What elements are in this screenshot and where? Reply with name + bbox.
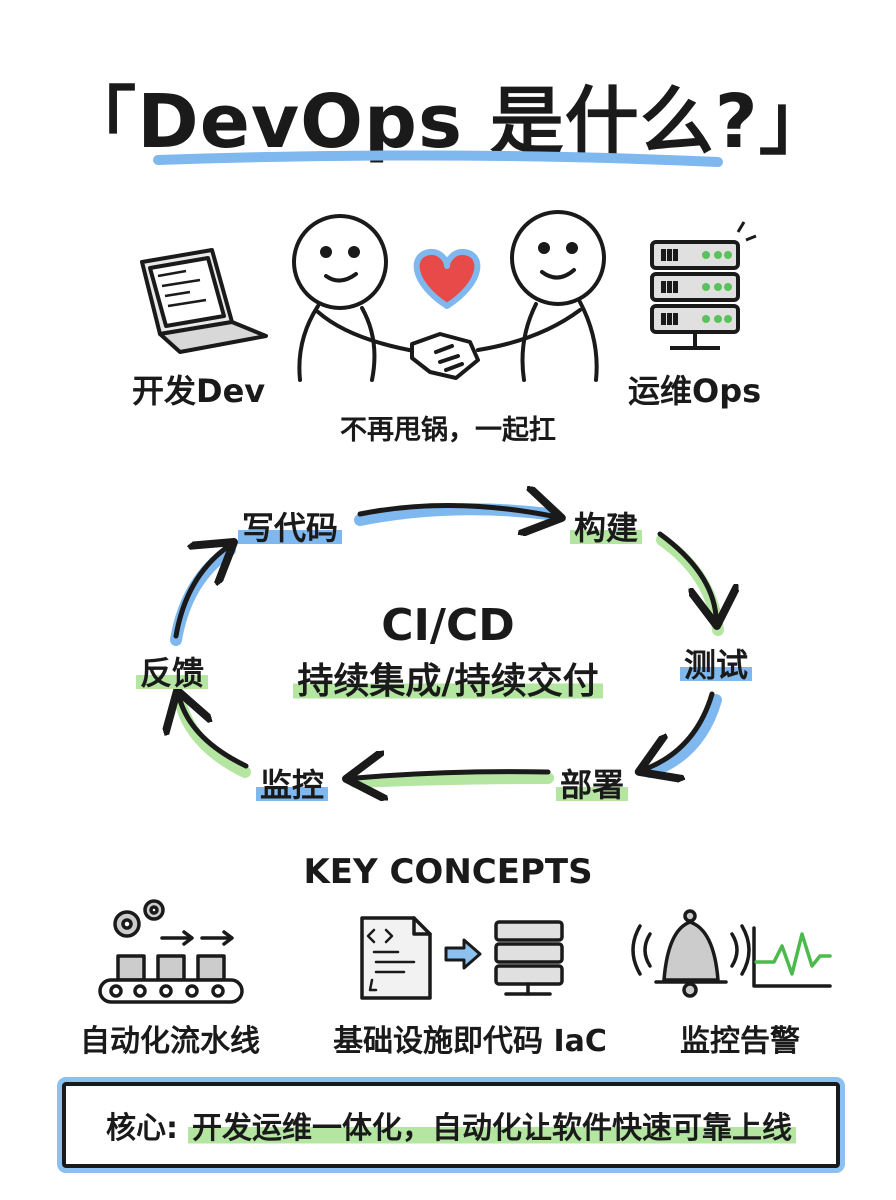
cicd-subtitle: 持续集成/持续交付 [0,652,896,704]
handshake-icon [410,332,480,380]
laptop-icon [140,248,268,354]
iac-icon [360,916,564,1000]
concept-monitoring-label: 监控告警 [680,1024,800,1059]
ops-label: 运维Ops [628,372,762,410]
concept-pipeline-label: 自动化流水线 [80,1024,260,1059]
concept-iac-label: 基础设施即代码 IaC [333,1024,607,1059]
pipeline-icon [98,899,244,1004]
server-icon [650,221,757,350]
step-build: 构建 [570,503,643,549]
motto-text: 不再甩锅，一起扛 [340,415,556,446]
step-monitor: 监控 [256,760,329,806]
bell-icon [631,909,751,998]
heartbeat-chart-icon [752,926,832,988]
core-summary-box: 核心: 开发运维一体化，自动化让软件快速可靠上线 [62,1082,840,1168]
dev-label: 开发Dev [132,372,266,410]
key-concepts-heading: KEY CONCEPTS [303,852,593,892]
step-feedback: 反馈 [136,648,209,694]
step-deploy: 部署 [556,760,629,806]
step-test: 测试 [680,640,753,686]
ops-person-icon [476,210,606,382]
core-prefix: 核心: [106,1111,178,1146]
title-underline [153,150,723,167]
cicd-title: CI/CD [381,600,515,651]
core-text: 开发运维一体化，自动化让软件快速可靠上线 [188,1103,796,1147]
heart-icon [413,248,481,309]
dev-person-icon [292,214,422,382]
step-write-code: 写代码 [238,503,343,549]
cycle-arrows [176,505,716,778]
